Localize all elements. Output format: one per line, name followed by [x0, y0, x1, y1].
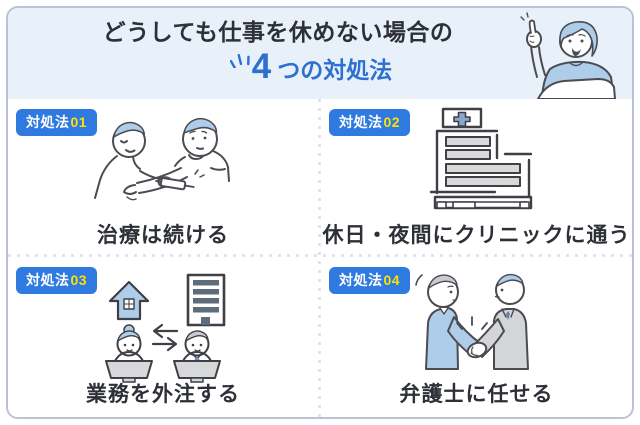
method-03-label: 業務を外注する — [86, 383, 240, 406]
emphasis-sparkle-icon — [229, 53, 250, 68]
title-number: 4 — [251, 46, 273, 86]
clinic-building-illustration — [429, 107, 532, 210]
badge-number: 02 — [383, 114, 401, 130]
method-02-label: 休日・夜間にクリニックに通う — [322, 224, 631, 247]
horizontal-dotted-divider — [8, 254, 632, 257]
card-method-03: 対処法03 — [8, 257, 318, 417]
pointing-woman-illustration — [520, 12, 616, 99]
card-method-01: 対処法01 — [8, 99, 318, 254]
badge-prefix: 対処法 — [26, 114, 70, 130]
methods-grid: 対処法01 — [8, 99, 632, 417]
method-03-badge: 対処法03 — [16, 267, 98, 294]
method-01-badge: 対処法01 — [16, 109, 98, 136]
method-04-label: 弁護士に任せる — [399, 383, 554, 406]
title-block: どうしても仕事を休めない場合の 4 つの対処法 — [8, 18, 548, 84]
method-02-badge: 対処法02 — [329, 109, 411, 136]
vertical-dotted-divider — [318, 99, 321, 417]
badge-number: 04 — [383, 272, 401, 288]
method-01-label: 治療は続ける — [97, 224, 229, 247]
injection-illustration — [94, 117, 230, 201]
badge-number: 03 — [70, 272, 88, 288]
title-line1: どうしても仕事を休めない場合の — [102, 19, 454, 45]
outsourcing-illustration — [105, 273, 226, 383]
title-line2: 4 つの対処法 — [8, 49, 548, 84]
badge-prefix: 対処法 — [339, 114, 383, 130]
card-method-04: 対処法04 — [321, 257, 632, 417]
badge-prefix: 対処法 — [339, 272, 383, 288]
handshake-illustration — [414, 273, 529, 370]
method-04-badge: 対処法04 — [329, 267, 411, 294]
infographic-card: どうしても仕事を休めない場合の 4 つの対処法 — [6, 6, 634, 419]
header-banner: どうしても仕事を休めない場合の 4 つの対処法 — [8, 8, 632, 99]
badge-prefix: 対処法 — [26, 272, 70, 288]
badge-number: 01 — [70, 114, 88, 130]
title-suffix: つの対処法 — [277, 57, 393, 84]
card-method-02: 対処法02 — [321, 99, 632, 254]
